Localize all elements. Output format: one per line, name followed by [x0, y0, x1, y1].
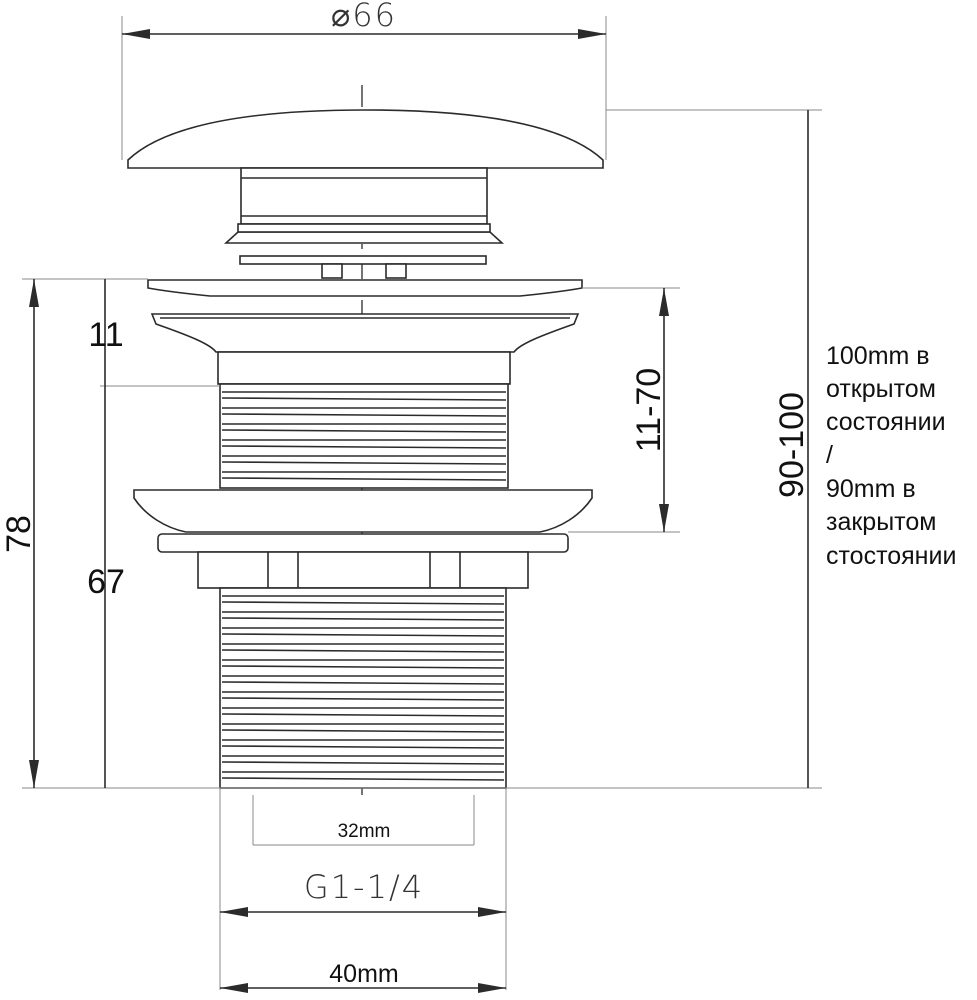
note-line: 90mm в	[826, 475, 916, 503]
label-diameter: ⌀66	[331, 0, 397, 34]
lock-nut	[197, 551, 529, 589]
washer	[157, 533, 569, 553]
label-11: 11	[88, 316, 123, 354]
body-neck	[217, 351, 511, 385]
note-line: состоянии	[826, 408, 946, 436]
lower-flange	[133, 489, 593, 533]
upper-flange	[147, 279, 583, 297]
label-clamp: 11-70	[630, 368, 668, 452]
label-78: 78	[0, 515, 38, 553]
label-overall: 90-100	[773, 392, 811, 498]
note-line: открытом	[826, 375, 936, 403]
label-32mm: 32mm	[338, 821, 391, 842]
note-line: /	[826, 441, 833, 469]
cap-dome	[127, 109, 604, 169]
note-line: стостоянии	[826, 542, 956, 570]
note-text: 100mm в открытом состоянии / 90mm в закр…	[826, 342, 956, 570]
flange-cone	[150, 313, 580, 353]
label-thread: G1-1/4	[304, 868, 424, 906]
cap-lower-ring	[239, 255, 487, 265]
note-line: 100mm в	[826, 342, 930, 370]
lower-thread	[219, 587, 507, 789]
upper-thread	[219, 383, 509, 489]
cap-ring	[223, 231, 505, 244]
label-67: 67	[87, 563, 125, 601]
note-line: закрытом	[826, 508, 936, 536]
label-40mm: 40mm	[329, 960, 398, 988]
